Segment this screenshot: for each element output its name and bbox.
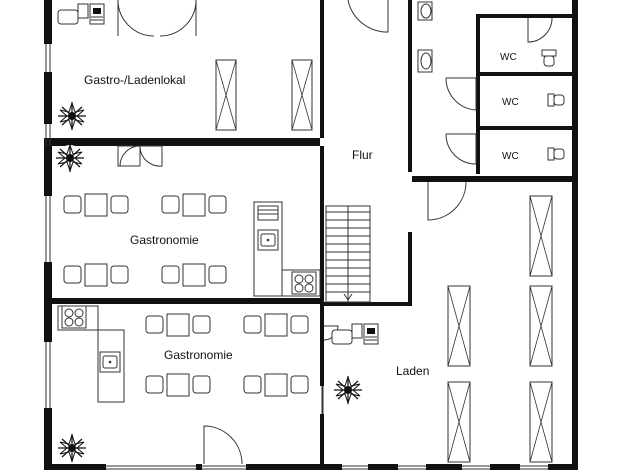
shelf-icon-7 — [529, 381, 553, 463]
toilet-icon-2 — [547, 93, 565, 107]
sink-icon-2 — [99, 351, 121, 373]
table-set-icon-3 — [64, 264, 128, 286]
room-label-gastro-laden: Gastro-/Ladenlokal — [84, 73, 186, 87]
doors — [117, 0, 389, 465]
room-label-flur: Flur — [352, 148, 373, 162]
shelf-icon-6 — [447, 381, 471, 463]
toilet-icon-3 — [547, 147, 565, 161]
stairs — [325, 205, 371, 303]
table-set-icon-6 — [244, 314, 308, 336]
room-label-wc-3: WC — [502, 151, 519, 162]
washbasin-icon — [417, 1, 433, 73]
sink-icon-1 — [257, 229, 279, 251]
checkout-desk-icon-2 — [331, 323, 379, 345]
table-set-icon-7 — [146, 374, 210, 396]
table-set-icon-2 — [162, 194, 226, 216]
wc-block — [476, 14, 572, 174]
table-set-icon-1 — [64, 194, 128, 216]
cooktop-icon-1 — [291, 271, 317, 295]
shelf-icon-1 — [215, 59, 237, 131]
counter-detail — [257, 205, 279, 221]
walls — [44, 0, 578, 470]
plant-icon-3 — [57, 433, 87, 463]
shelf-icon-2 — [291, 59, 313, 131]
checkout-desk-icon — [57, 3, 105, 25]
plant-icon-2 — [55, 143, 85, 173]
room-label-laden: Laden — [396, 364, 430, 378]
table-set-icon-8 — [244, 374, 308, 396]
room-label-wc-2: WC — [502, 97, 519, 108]
shelf-icon-4 — [529, 285, 553, 367]
table-set-icon-4 — [162, 264, 226, 286]
room-label-gastronomie-upper: Gastronomie — [130, 233, 199, 247]
cooktop-icon-2 — [61, 305, 87, 329]
plant-icon-4 — [333, 375, 363, 405]
shelf-icon-3 — [529, 195, 553, 277]
room-label-gastronomie-lower: Gastronomie — [164, 348, 233, 362]
table-set-icon-5 — [146, 314, 210, 336]
windows — [45, 44, 548, 470]
wc-doors — [427, 17, 553, 221]
plant-icon-1 — [57, 101, 87, 131]
toilet-icon-1 — [541, 49, 557, 67]
shelf-icon-5 — [447, 285, 471, 367]
room-label-wc-1: WC — [500, 52, 517, 63]
